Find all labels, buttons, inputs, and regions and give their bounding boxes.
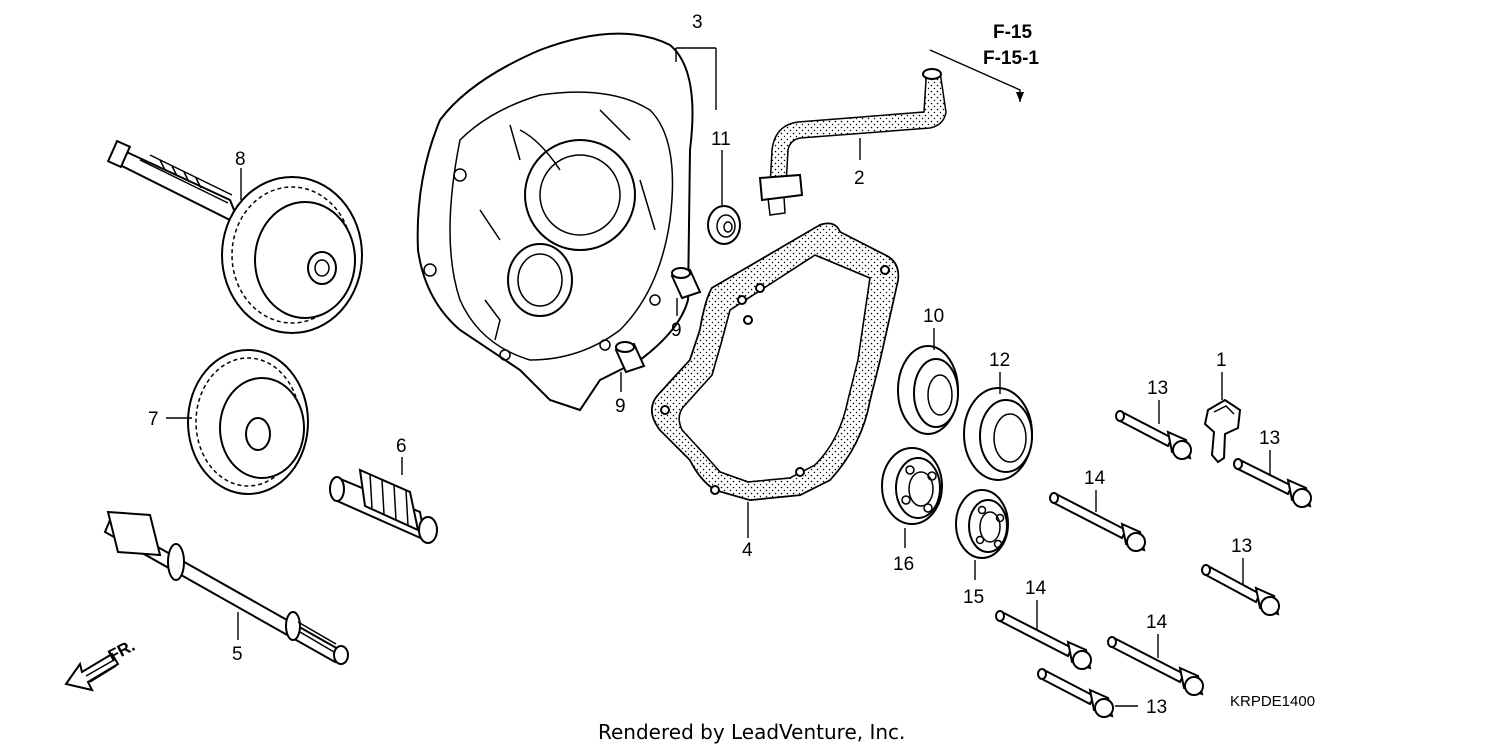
bearing-part-15 xyxy=(955,489,1009,559)
label-part-13b: 13 xyxy=(1259,428,1280,449)
label-part-9a: 9 xyxy=(671,320,682,341)
label-part-14c: 14 xyxy=(1146,612,1168,633)
label-part-13a: 13 xyxy=(1147,378,1168,399)
part-number-labels: 8 7 6 5 3 2 11 9 9 4 10 12 1 13 13 14 13… xyxy=(148,12,1280,718)
pinion-gear-part-6 xyxy=(329,468,438,544)
bolt-part-14c xyxy=(1107,636,1204,696)
final-shaft-gear-part-8 xyxy=(106,139,363,334)
label-part-14b: 14 xyxy=(1025,578,1047,599)
leader-lines xyxy=(166,47,1271,707)
label-part-8: 8 xyxy=(235,149,246,170)
clip-part-1 xyxy=(1203,398,1242,464)
label-part-13c: 13 xyxy=(1231,536,1252,557)
credit-text: Rendered by LeadVenture, Inc. xyxy=(598,720,905,744)
bearing-part-16 xyxy=(881,447,943,525)
label-part-7: 7 xyxy=(148,409,159,430)
transmission-case-part-3 xyxy=(416,32,694,412)
label-part-3: 3 xyxy=(692,12,703,33)
label-part-12: 12 xyxy=(989,350,1010,371)
bearing-part-10 xyxy=(897,345,959,435)
dowel-pin-part-9b xyxy=(614,341,646,374)
bolt-part-13d xyxy=(1037,668,1114,718)
label-part-2: 2 xyxy=(854,168,865,189)
label-part-10: 10 xyxy=(923,306,944,327)
gasket-part-4 xyxy=(651,222,900,502)
oil-seal-part-12 xyxy=(963,387,1033,481)
bolt-part-13c xyxy=(1201,564,1280,616)
label-part-5: 5 xyxy=(232,644,243,665)
breather-tube-part-2 xyxy=(758,68,947,216)
drive-shaft-part-5 xyxy=(103,510,349,665)
oil-seal-part-11 xyxy=(707,205,741,245)
label-part-11: 11 xyxy=(711,129,731,150)
bolt-part-13a xyxy=(1115,410,1192,460)
label-part-15: 15 xyxy=(963,587,984,608)
bolt-part-14a xyxy=(1049,492,1146,552)
label-part-14a: 14 xyxy=(1084,468,1106,489)
reference-f15-1: F-15-1 xyxy=(983,48,1039,69)
diagram-code: KRPDE1400 xyxy=(1230,693,1315,710)
reference-f15: F-15 xyxy=(993,22,1033,43)
label-part-16: 16 xyxy=(893,554,914,575)
front-direction-indicator: FR. xyxy=(64,636,138,692)
label-part-1: 1 xyxy=(1216,350,1227,371)
bolt-part-13b xyxy=(1233,458,1312,508)
countershaft-gear-part-7 xyxy=(187,349,309,495)
label-part-4: 4 xyxy=(742,540,753,561)
label-part-9b: 9 xyxy=(615,396,626,417)
label-part-13d: 13 xyxy=(1146,697,1167,718)
bolt-part-14b xyxy=(995,610,1092,670)
dowel-pin-part-9a xyxy=(670,267,702,300)
label-part-6: 6 xyxy=(396,436,407,457)
